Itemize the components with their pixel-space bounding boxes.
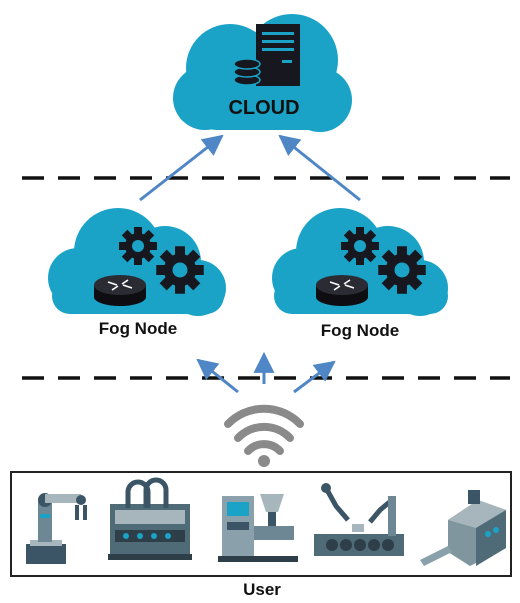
extruder-machine-icon xyxy=(420,490,506,566)
cloud-node: CLOUD xyxy=(173,14,352,132)
arrow-fog-left-to-cloud xyxy=(139,134,224,202)
user-label: User xyxy=(243,580,281,599)
industrial-press-icon xyxy=(108,477,192,560)
wifi-icon xyxy=(224,404,304,467)
arrow-fog-right-to-cloud xyxy=(278,134,361,202)
cloud-label: CLOUD xyxy=(228,97,299,119)
server-database-icon xyxy=(233,24,300,86)
arrow-user-to-fog-left xyxy=(196,358,239,394)
fog-node-label: Fog Node xyxy=(99,319,177,338)
router-icon xyxy=(315,274,369,307)
robotic-arm-icon xyxy=(26,493,87,564)
fog-node-label: Fog Node xyxy=(321,321,399,340)
injection-molding-icon xyxy=(218,494,298,562)
assembly-robots-icon xyxy=(314,483,404,556)
fog-node-left: Fog Node xyxy=(48,208,226,338)
arrow-user-to-fog-right xyxy=(293,360,336,394)
router-icon xyxy=(93,274,147,307)
fog-node-right: Fog Node xyxy=(272,208,448,340)
